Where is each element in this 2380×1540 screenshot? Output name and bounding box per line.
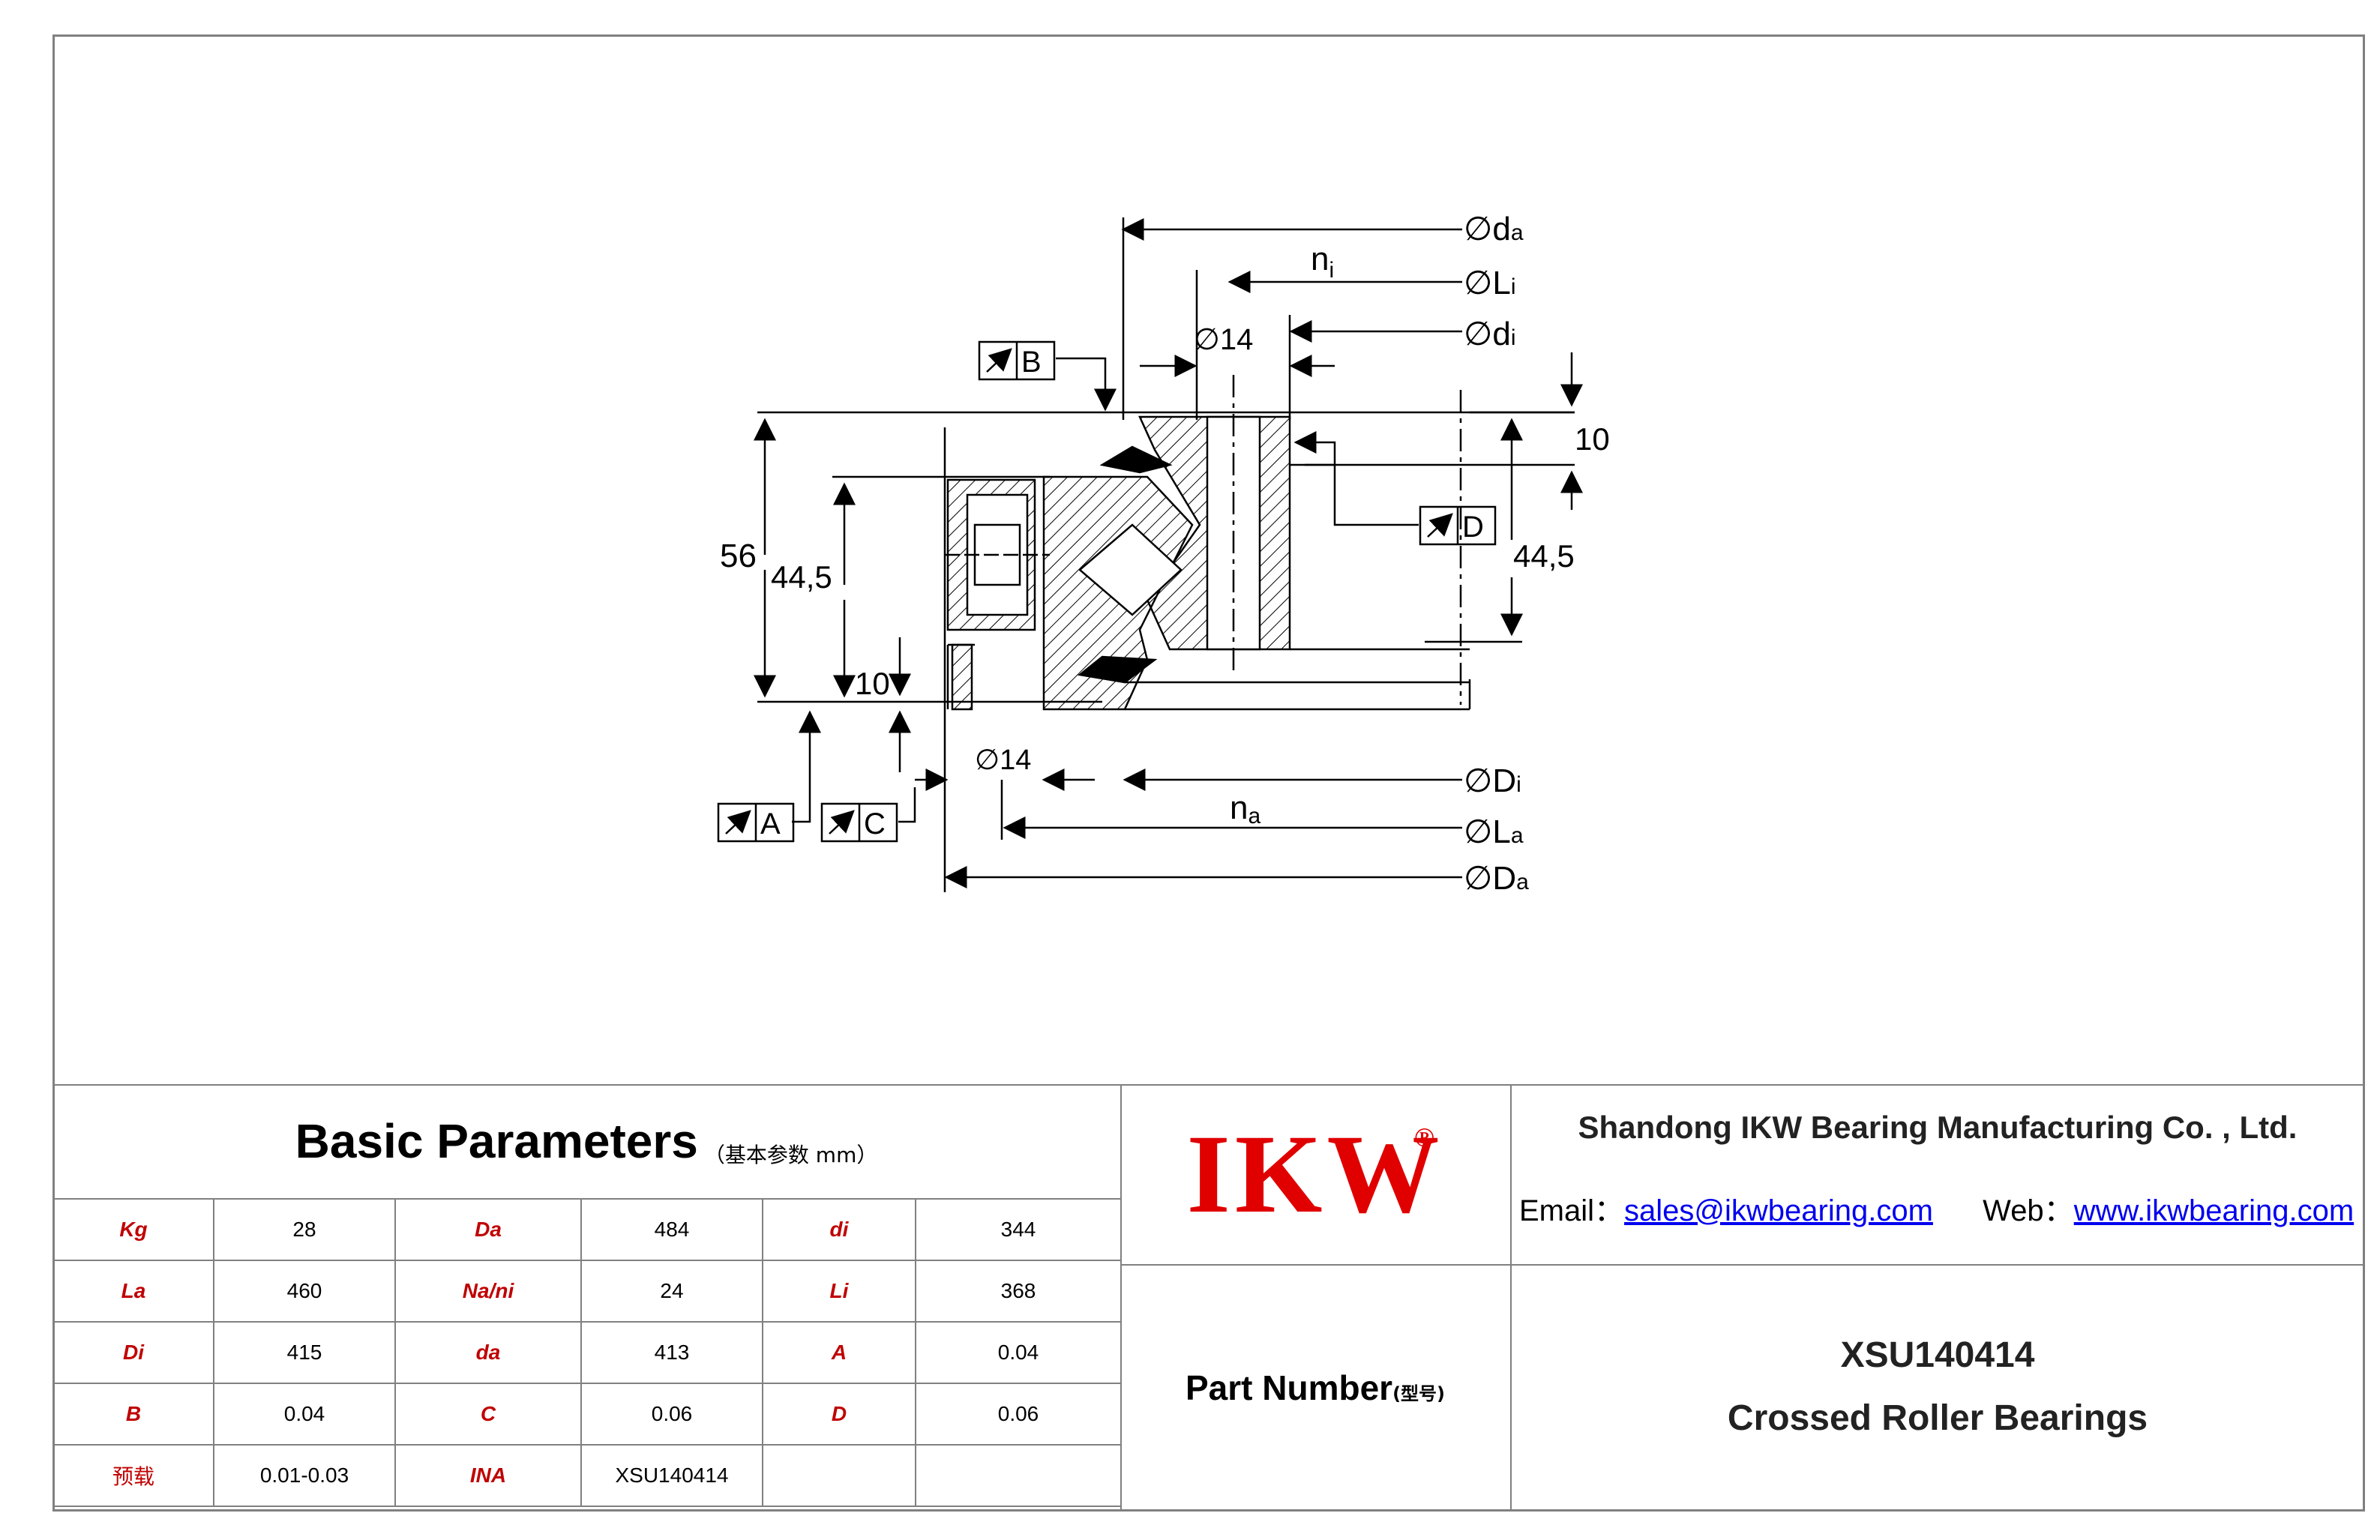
registered-mark: ® <box>1414 1122 1434 1152</box>
param-key: D <box>762 1383 916 1446</box>
param-key: C <box>394 1383 582 1446</box>
param-value: 0.06 <box>580 1383 763 1446</box>
param-key: Di <box>52 1321 214 1384</box>
label-dim10-left: 10 <box>855 666 890 701</box>
label-dim56: 56 <box>720 538 757 574</box>
basic-parameters-heading: Basic Parameters <box>295 1114 698 1168</box>
param-key: Li <box>762 1260 916 1323</box>
label-dim445-left: 44,5 <box>771 559 832 595</box>
bearing-cross-section-drawing: ∅da ni ∅Li ∅di ∅14 B 10 D 56 44,5 44,5 1… <box>717 211 1610 897</box>
param-value: 24 <box>580 1260 763 1323</box>
part-description: Crossed Roller Bearings <box>1727 1398 2148 1438</box>
label-dim445-right: 44,5 <box>1513 538 1575 574</box>
label-dim10-right: 10 <box>1575 421 1610 457</box>
label-Di: ∅Di <box>1464 763 1521 799</box>
param-key <box>762 1444 916 1507</box>
company-info: Shandong IKW Bearing Manufacturing Co. ,… <box>1510 1084 2365 1264</box>
logo-text: IKW <box>1186 1112 1444 1236</box>
part-number-label-cell: Part Number(型号) <box>1120 1264 1510 1512</box>
param-value: 344 <box>915 1198 1122 1261</box>
label-di: ∅di <box>1464 316 1515 352</box>
param-value: 0.04 <box>213 1383 396 1446</box>
param-key: Kg <box>52 1198 214 1261</box>
web-label: Web： <box>1983 1194 2074 1227</box>
label-datum-d: D <box>1462 511 1484 544</box>
label-datum-b: B <box>1021 346 1042 379</box>
param-value: 368 <box>915 1260 1122 1323</box>
param-key: INA <box>394 1444 582 1507</box>
label-da: ∅da <box>1464 211 1524 247</box>
part-number-note: (型号) <box>1392 1383 1445 1404</box>
email-label: Email： <box>1519 1194 1625 1227</box>
param-value: 484 <box>580 1198 763 1261</box>
param-key: Da <box>394 1198 582 1261</box>
param-value <box>915 1444 1122 1507</box>
label-La: ∅La <box>1464 813 1524 850</box>
web-link[interactable]: www.ikwbearing.com <box>2073 1194 2355 1227</box>
company-name: Shandong IKW Bearing Manufacturing Co. ,… <box>1578 1110 2298 1145</box>
label-datum-c: C <box>864 807 886 840</box>
param-value: 460 <box>213 1260 396 1323</box>
part-number-value-cell: XSU140414 Crossed Roller Bearings <box>1510 1264 2365 1512</box>
basic-parameters-title: Basic Parameters（基本参数 mm） <box>52 1084 1120 1198</box>
email-link[interactable]: sales@ikwbearing.com <box>1624 1194 1933 1227</box>
param-key: A <box>762 1321 916 1384</box>
label-Da: ∅Da <box>1464 860 1529 897</box>
part-number-label: Part Number(型号) <box>1185 1368 1445 1407</box>
param-value: 28 <box>213 1198 396 1261</box>
param-value: 0.01-0.03 <box>213 1444 396 1507</box>
label-d14-bottom: ∅14 <box>975 745 1031 776</box>
param-value: 415 <box>213 1321 396 1384</box>
param-value: 0.06 <box>915 1383 1122 1446</box>
part-code: XSU140414 <box>1840 1335 2035 1375</box>
basic-parameters-unit-note: （基本参数 mm） <box>703 1143 878 1167</box>
param-key: Na/ni <box>394 1260 582 1323</box>
param-value: XSU140414 <box>580 1444 763 1507</box>
label-d14-top: ∅14 <box>1194 323 1253 356</box>
label-ni: ni <box>1311 241 1334 283</box>
param-key: La <box>52 1260 214 1323</box>
param-value: 0.04 <box>915 1321 1122 1384</box>
drawing-sheet-border <box>52 34 2365 1512</box>
param-key: di <box>762 1198 916 1261</box>
label-datum-a: A <box>760 807 781 840</box>
contact-line: Email：sales@ikwbearing.com Web：www.ikwbe… <box>1519 1186 2354 1230</box>
ikw-logo: IKW ® <box>1120 1084 1510 1264</box>
param-key: B <box>52 1383 214 1446</box>
label-Li: ∅Li <box>1464 265 1515 301</box>
param-value: 413 <box>580 1321 763 1384</box>
param-key: da <box>394 1321 582 1384</box>
label-na: na <box>1230 789 1260 828</box>
param-key: 预载 <box>52 1444 214 1507</box>
